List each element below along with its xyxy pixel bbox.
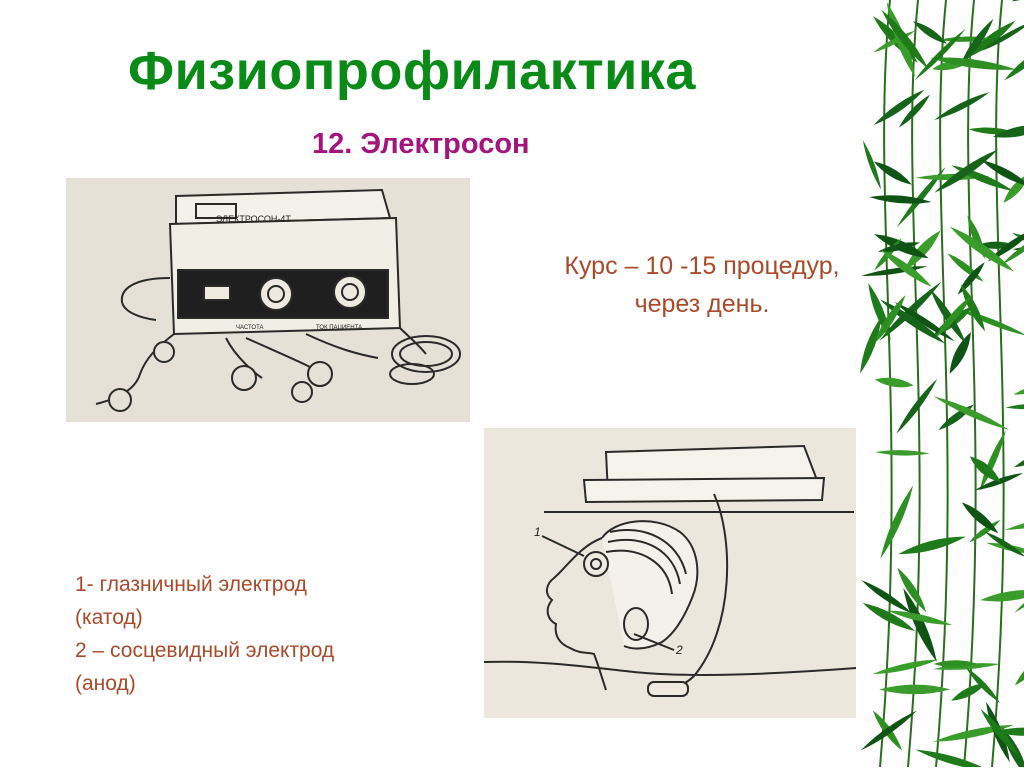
patient-drawing: 1 2 <box>483 444 857 697</box>
device-brand-label: ЭЛЕКТРОСОН-4Т <box>216 214 291 224</box>
bamboo-leaf <box>898 536 966 555</box>
bamboo-leaf <box>1013 445 1024 468</box>
bamboo-leaves-decoration <box>850 0 1024 772</box>
bamboo-leaf <box>903 588 937 662</box>
bamboo-leaf <box>904 230 941 271</box>
device-right-knob-label: ТОК ПАЦИЕНТА <box>316 325 362 331</box>
bamboo-leaf <box>861 580 912 614</box>
bamboo-leaf <box>1002 234 1024 265</box>
bamboo-leaf <box>915 749 992 772</box>
bamboo-leaf <box>965 20 1016 59</box>
bamboo-leaf <box>875 450 930 456</box>
bamboo-leaf <box>860 710 918 751</box>
bamboo-leaf <box>992 125 1024 138</box>
bamboo-leaf <box>981 160 1024 187</box>
bamboo-leaf <box>935 295 973 339</box>
bamboo-leaves-icon <box>860 0 1024 772</box>
bamboo-leaf <box>1014 560 1024 613</box>
bamboo-leaf <box>873 30 916 53</box>
course-line-2: через день. <box>634 290 770 318</box>
legend-line-4: (анод) <box>75 672 136 695</box>
bamboo-leaf <box>874 295 906 344</box>
bamboo-leaf <box>957 262 985 295</box>
course-text: Курс – 10 -15 процедур, через день. <box>512 247 892 323</box>
bamboo-leaf <box>933 663 1001 670</box>
bamboo-leaf <box>947 253 984 282</box>
bamboo-leaf <box>879 684 951 695</box>
bamboo-leaf <box>914 28 966 81</box>
bamboo-leaf <box>862 140 882 190</box>
bamboo-leaf <box>874 377 914 388</box>
electrosleep-device-illustration: ЭЛЕКТРОСОН-4Т ЧАСТОТА ТОК ПАЦИЕНТА <box>66 178 470 422</box>
legend-line-3: 2 – сосцевидный электрод <box>75 639 335 662</box>
bamboo-leaf <box>1005 403 1024 410</box>
bamboo-leaf <box>1011 0 1024 2</box>
bamboo-leaf <box>872 659 939 675</box>
bamboo-leaf <box>869 195 932 204</box>
bamboo-leaf <box>897 567 927 613</box>
bamboo-leaf <box>898 94 931 128</box>
bamboo-leaf <box>961 502 999 534</box>
bamboo-leaf <box>933 396 1009 430</box>
bamboo-leaf <box>951 683 987 701</box>
bamboo-leaf <box>896 166 946 228</box>
marker-1: 1 <box>534 525 541 539</box>
bamboo-leaf <box>881 9 929 69</box>
slide-title: Физиопрофилактика <box>128 41 696 101</box>
bamboo-leaf <box>960 284 986 332</box>
legend-line-1: 1- глазничный электрод <box>75 573 307 596</box>
bamboo-leaf <box>980 590 1024 602</box>
bamboo-leaf <box>873 89 925 126</box>
bamboo-leaf <box>1004 43 1024 81</box>
bamboo-leaf <box>887 610 953 626</box>
bamboo-leaf <box>981 21 1024 52</box>
patient-electrodes-illustration: 1 2 <box>483 428 857 718</box>
bamboo-leaf <box>878 242 921 252</box>
bamboo-leaf <box>984 531 1024 557</box>
bamboo-leaf <box>912 21 947 44</box>
bamboo-leaf <box>880 485 914 559</box>
course-line-1: Курс – 10 -15 процедур, <box>564 252 840 280</box>
bamboo-leaf <box>1003 173 1024 203</box>
device-left-knob-label: ЧАСТОТА <box>236 325 264 331</box>
marker-2: 2 <box>675 643 683 657</box>
bamboo-leaf <box>933 660 978 668</box>
bamboo-leaf <box>862 602 916 632</box>
bamboo-leaf <box>860 316 882 374</box>
bamboo-leaf <box>1014 650 1024 686</box>
bamboo-leaf <box>873 161 912 185</box>
legend-line-2: (катод) <box>75 606 143 629</box>
bamboo-leaf <box>1013 383 1024 395</box>
bamboo-leaf <box>987 228 1024 262</box>
bamboo-leaf <box>969 456 1001 483</box>
bamboo-leaf <box>949 332 971 374</box>
bamboo-leaf <box>896 378 938 434</box>
bamboo-leaf <box>1004 512 1024 530</box>
bamboo-leaf <box>949 226 1015 272</box>
bamboo-leaf <box>930 289 966 344</box>
device-drawing: ЭЛЕКТРОСОН-4Т ЧАСТОТА ТОК ПАЦИЕНТА <box>95 188 461 412</box>
electrode-legend: 1- глазничный электрод (катод) 2 – сосце… <box>75 568 455 700</box>
bamboo-leaf <box>959 18 994 67</box>
bamboo-leaf <box>934 149 999 193</box>
bamboo-leaf <box>934 92 990 121</box>
bamboo-leaf <box>930 57 1017 70</box>
slide-subtitle: 12. Электросон <box>312 128 530 160</box>
bamboo-leaf <box>880 249 932 287</box>
